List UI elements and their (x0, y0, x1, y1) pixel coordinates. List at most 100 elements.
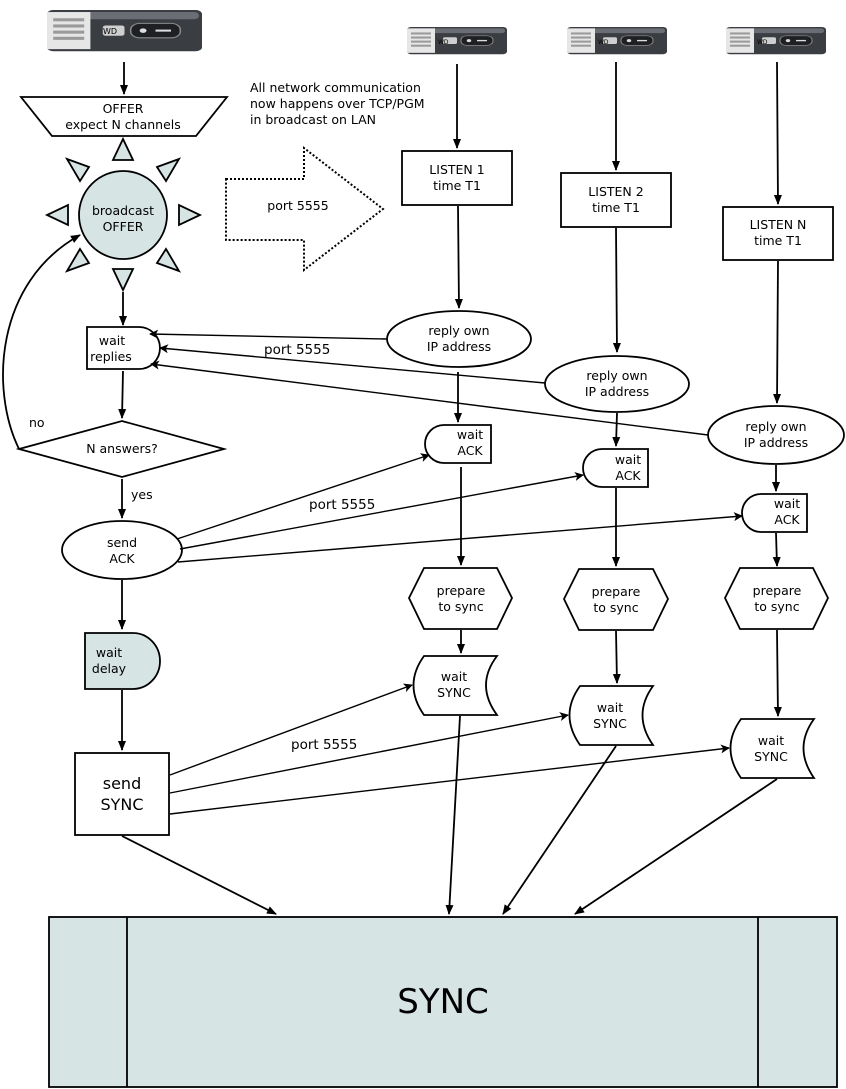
c1-listen-line-2: time T1 (433, 178, 481, 193)
wait-replies-line-1: wait (99, 333, 125, 348)
c1-prepare-line-2: to sync (438, 599, 483, 614)
drive-brand-label: WD (103, 27, 117, 36)
cn-wait-sync-line-1: wait (758, 733, 784, 748)
arrow-cn-wait-to-prepare (772, 532, 781, 567)
wait-replies-node: wait replies (86, 326, 161, 370)
client-n-wait-ack-node: wait ACK (741, 493, 808, 533)
c2-prepare-line-1: prepare (592, 584, 641, 599)
send-sync-line-1: send (103, 774, 141, 793)
client-2-prepare-node: prepare to sync (562, 568, 670, 631)
broadcast-port-arrow: port 5555 (225, 145, 385, 273)
client-n-drive-icon: WD (725, 26, 827, 55)
arrow-c2-to-sync-bar (502, 745, 617, 915)
client-1-drive-icon: WD (406, 26, 508, 55)
broadcast-line-1: broadcast (92, 203, 154, 218)
send-sync-line-2: SYNC (100, 795, 143, 814)
c2-wait-sync-line-1: wait (597, 700, 623, 715)
send-sync-node: send SYNC (74, 752, 170, 836)
yes-label: yes (131, 487, 153, 502)
drive-brand-label: WD (438, 39, 449, 46)
send-ack-line-2: ACK (109, 551, 135, 566)
arrow-c1-to-sync-bar (445, 715, 461, 915)
client-1-reply-node: reply own IP address (386, 310, 532, 368)
c2-wait-ack-line-2: ACK (615, 468, 641, 483)
arrow-wait-to-decision (118, 370, 127, 419)
wait-delay-line-1: wait (96, 645, 122, 660)
broadcast-port-label: port 5555 (267, 198, 328, 213)
decision-label: N answers? (86, 441, 158, 456)
wait-delay-line-2: delay (92, 661, 127, 676)
network-note-line-3: in broadcast on LAN (250, 112, 376, 127)
arrow-c2-listen-to-reply (612, 227, 621, 353)
cn-listen-line-1: LISTEN N (750, 217, 807, 232)
client-2-wait-ack-node: wait ACK (582, 448, 649, 488)
offer-node: OFFER expect N channels (19, 96, 229, 137)
cn-prepare-line-2: to sync (754, 599, 799, 614)
master-drive-icon: WD (46, 9, 203, 52)
wait-replies-line-2: replies (90, 349, 132, 364)
arrow-c2-reply-to-wait (612, 412, 621, 447)
c2-reply-line-2: IP address (585, 384, 649, 399)
c1-listen-line-1: LISTEN 1 (429, 162, 484, 177)
arrow-sync-to-client-2 (169, 712, 569, 794)
c1-wait-sync-line-1: wait (441, 669, 467, 684)
arrow-master-to-sync-bar (121, 835, 277, 915)
arrow-no-loop (2, 234, 81, 450)
cn-listen-line-2: time T1 (754, 233, 802, 248)
cn-wait-ack-line-2: ACK (774, 512, 800, 527)
c2-reply-line-1: reply own (586, 368, 647, 383)
c2-wait-ack-line-1: wait (615, 452, 641, 467)
reply-arrows: port 5555 (149, 329, 709, 436)
arrow-sync-to-client-n (169, 744, 730, 815)
client-1-wait-ack-node: wait ACK (424, 424, 492, 464)
sync-port-label: port 5555 (291, 737, 357, 753)
broadcast-line-2: OFFER (103, 219, 144, 234)
cn-reply-line-1: reply own (745, 419, 806, 434)
network-note-line-2: now happens over TCP/PGM (250, 96, 425, 111)
drive-brand-label: WD (757, 39, 768, 46)
network-note: All network communication now happens ov… (250, 80, 425, 127)
no-label: no (29, 415, 45, 430)
arrow-reply-2-to-wait (159, 344, 546, 384)
client-n-prepare-node: prepare to sync (723, 567, 830, 630)
c2-listen-line-1: LISTEN 2 (588, 184, 643, 199)
c1-prepare-line-1: prepare (437, 583, 486, 598)
client-n-wait-sync-node: wait SYNC (729, 718, 816, 779)
ack-port-label: port 5555 (309, 497, 375, 513)
client-2-wait-sync-node: wait SYNC (568, 685, 655, 746)
c2-listen-line-2: time T1 (592, 200, 640, 215)
wait-delay-node: wait delay (84, 632, 161, 690)
client-n-reply-node: reply own IP address (707, 405, 845, 465)
arrow-sync-to-client-1 (169, 683, 413, 776)
arrow-ack-to-client-1 (176, 453, 430, 540)
cn-prepare-line-1: prepare (753, 583, 802, 598)
arrow-cn-prepare-to-sync (773, 629, 782, 717)
c1-wait-sync-line-2: SYNC (437, 685, 471, 700)
client-n-listen-node: LISTEN N time T1 (722, 206, 834, 261)
reply-port-label: port 5555 (264, 342, 330, 358)
cn-wait-ack-line-1: wait (774, 496, 800, 511)
send-ack-line-1: send (107, 535, 137, 550)
c1-wait-ack-line-2: ACK (457, 443, 483, 458)
send-ack-node: send ACK (61, 520, 183, 580)
sync-arrows: port 5555 (169, 683, 730, 815)
arrow-cn-to-sync-bar (574, 778, 778, 915)
arrow-ack-to-client-2 (179, 472, 584, 550)
client-2-reply-node: reply own IP address (544, 355, 690, 413)
broadcast-rays (44, 136, 203, 293)
arrow-cn-listen-to-reply (773, 260, 782, 404)
cn-reply-line-2: IP address (744, 435, 808, 450)
broadcast-offer-node: broadcast OFFER (78, 170, 168, 260)
network-note-line-1: All network communication (250, 80, 421, 95)
offer-line-1: OFFER (103, 101, 144, 116)
client-1-listen-node: LISTEN 1 time T1 (401, 150, 513, 206)
arrow-c2-prepare-to-sync (612, 630, 621, 684)
client-2-drive-icon: WD (566, 26, 668, 55)
offer-line-2: expect N channels (65, 117, 181, 132)
client-1-prepare-node: prepare to sync (407, 567, 514, 630)
ack-arrows: port 5555 (176, 453, 743, 563)
c1-wait-ack-line-1: wait (457, 427, 483, 442)
client-2-listen-node: LISTEN 2 time T1 (560, 172, 672, 228)
client-1-wait-sync-node: wait SYNC (412, 655, 499, 716)
